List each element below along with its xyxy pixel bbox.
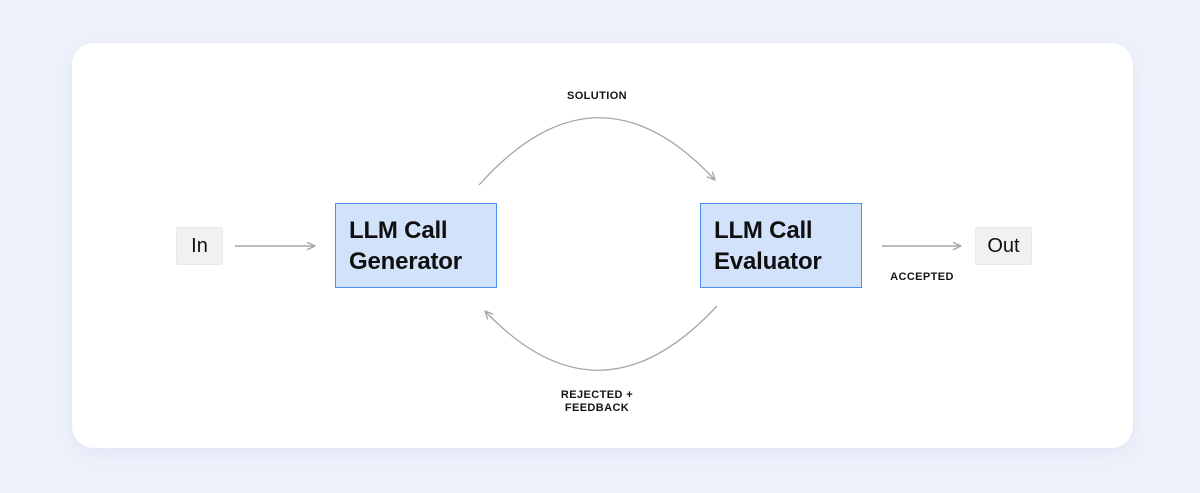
edge-label-accepted: ACCEPTED [890, 271, 954, 283]
node-evaluator-label-line1: LLM Call [714, 216, 813, 244]
node-out-label: Out [987, 234, 1020, 257]
edge-label-rejected-line1: REJECTED + [560, 389, 634, 401]
node-llm-call-generator: LLM Call Generator [335, 203, 497, 288]
node-generator-label-line1: LLM Call [349, 216, 448, 244]
diagram-card [72, 43, 1133, 448]
edge-label-solution: SOLUTION [566, 90, 628, 102]
node-out: Out [975, 227, 1032, 265]
node-generator-label-line2: Generator [349, 247, 462, 275]
node-llm-call-evaluator: LLM Call Evaluator [700, 203, 862, 288]
node-in: In [176, 227, 223, 265]
edge-label-rejected-line2: FEEDBACK [564, 402, 630, 414]
node-evaluator-label-line2: Evaluator [714, 247, 822, 275]
edge-label-rejected-feedback: REJECTED + FEEDBACK [497, 389, 697, 415]
node-in-label: In [191, 234, 208, 257]
